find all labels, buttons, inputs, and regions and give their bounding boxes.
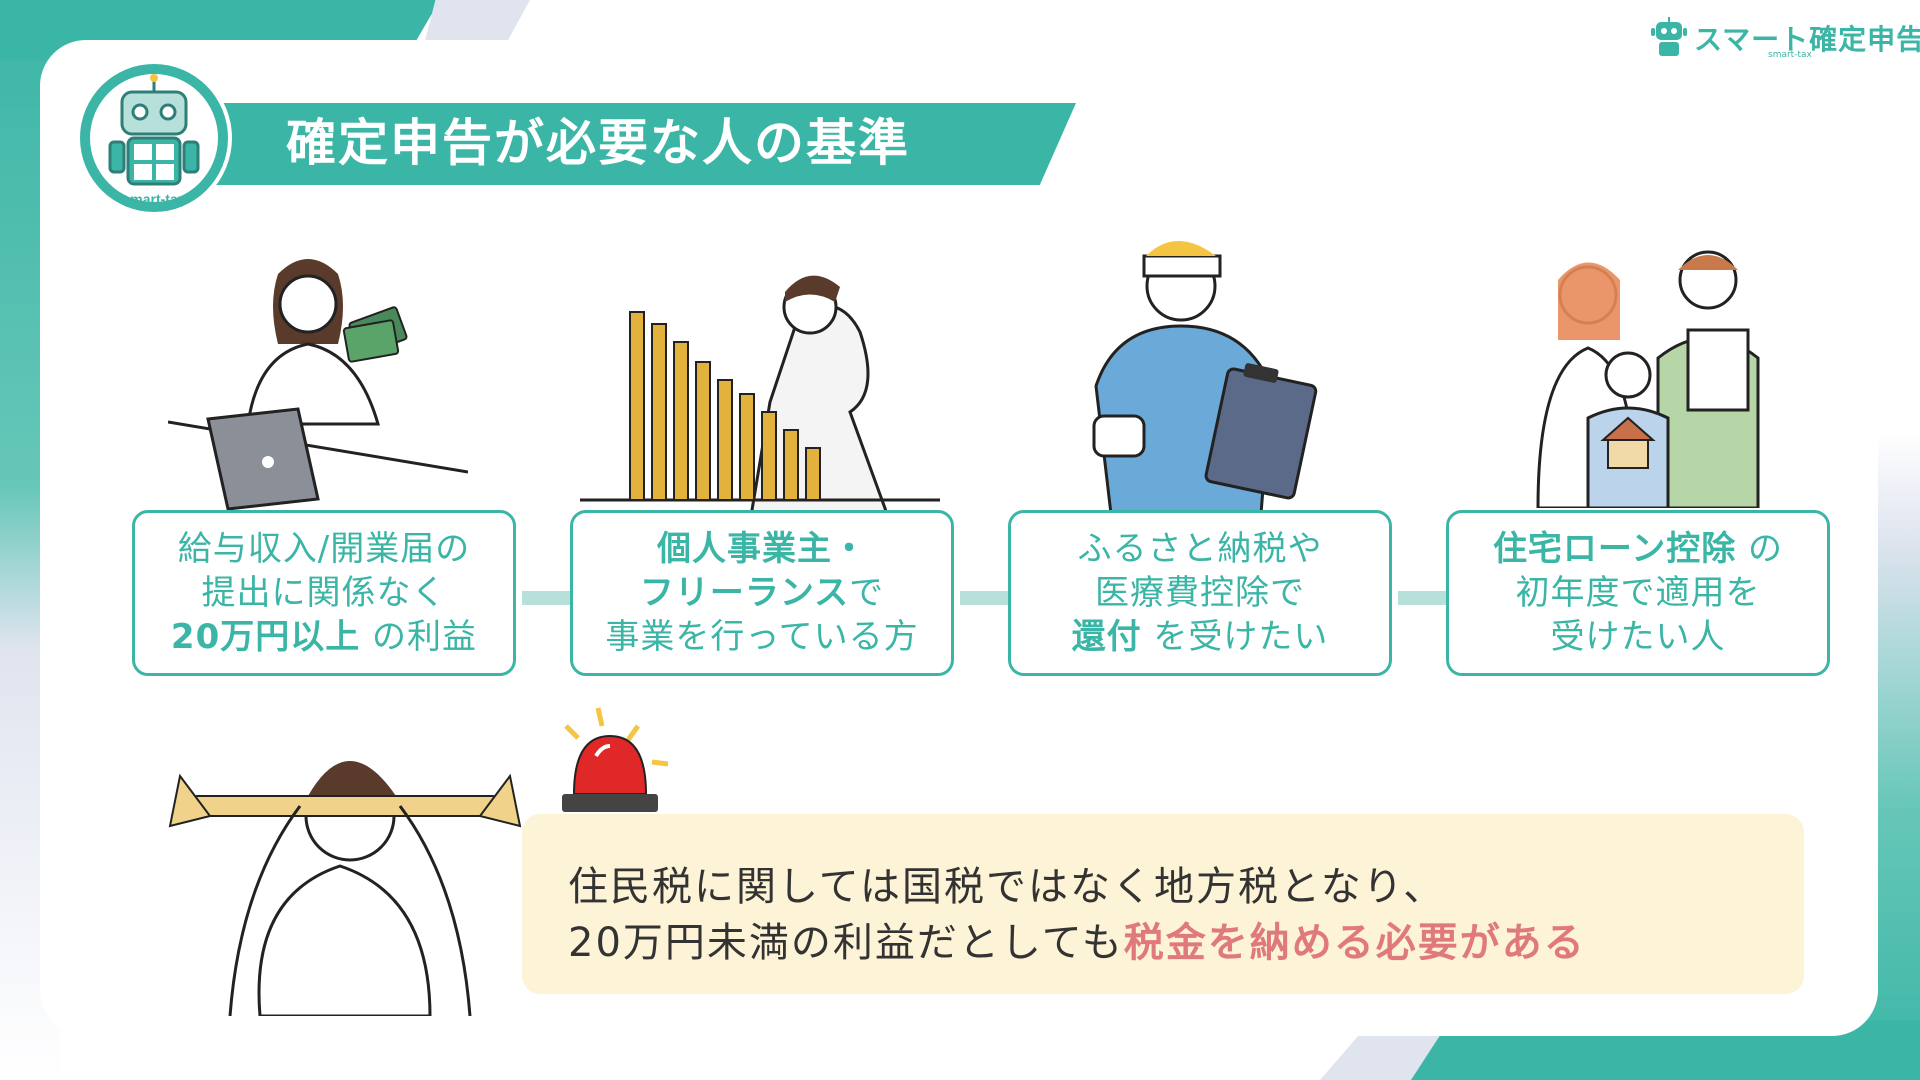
- note-line-2: 20万円未満の利益だとしても税金を納める必要がある: [568, 910, 1586, 968]
- criterion-line: 事業を行っている方: [605, 617, 919, 657]
- siren-icon: [562, 707, 669, 812]
- brand-name: スマート確定申告: [1694, 23, 1920, 56]
- criterion-line: 住宅ローン控除 の: [1493, 527, 1783, 571]
- criterion-box-income: 給与収入/開業届の 提出に関係なく 20万円以上 の利益: [132, 510, 516, 676]
- criterion-text: を受けたい: [1141, 617, 1329, 657]
- connector-3: [1398, 591, 1448, 605]
- family-house-illustration: [1536, 250, 1760, 508]
- note-plain: 20万円未満の利益だとしても: [568, 920, 1124, 966]
- connector-2: [960, 591, 1010, 605]
- criterion-box-freelance: 個人事業主・ フリーランスで 事業を行っている方: [570, 510, 954, 676]
- criterion-box-refund: ふるさと納税や 医療費控除で 還付 を受けたい: [1008, 510, 1392, 676]
- robot-icon: [1651, 17, 1687, 56]
- criterion-line: 個人事業主・: [657, 527, 867, 571]
- title-banner: [170, 103, 1076, 185]
- criterion-line: ふるさと納税や: [1077, 529, 1323, 569]
- criterion-line: 受けたい人: [1550, 617, 1726, 657]
- coin-stack-icon: [629, 311, 821, 501]
- criterion-bold: 還付: [1071, 617, 1142, 657]
- laptop-icon: [206, 407, 320, 510]
- brand-sub: smart-tax: [1768, 50, 1812, 60]
- criterion-line: 20万円以上 の利益: [171, 615, 477, 659]
- criterion-line: 還付 を受けたい: [1072, 615, 1329, 659]
- robot-badge-icon: smart-tax: [76, 60, 232, 216]
- criterion-text: の利益: [360, 617, 478, 657]
- criterion-line: 給与収入/開業届の: [177, 529, 471, 569]
- note-box: 住民税に関しては国税ではなく地方税となり、 20万円未満の利益だとしても税金を納…: [522, 814, 1804, 994]
- page-title: 確定申告が必要な人の基準: [286, 114, 910, 172]
- criterion-line: 初年度で適用を: [1515, 573, 1761, 613]
- worried-woman-illustration: [168, 761, 522, 1016]
- note-line-1: 住民税に関しては国税ではなく地方税となり、: [568, 864, 1446, 910]
- criterion-line: フリーランスで: [640, 571, 884, 615]
- man-coins-illustration: [580, 275, 940, 514]
- criterion-bold: 住宅ローン控除: [1492, 529, 1737, 569]
- connector-1: [522, 591, 572, 605]
- criterion-bold: フリーランス: [639, 573, 850, 613]
- woman-laptop-illustration: [168, 259, 468, 510]
- clipboard-icon: [1204, 363, 1318, 500]
- criterion-box-mortgage: 住宅ローン控除 の 初年度で適用を 受けたい人: [1446, 510, 1830, 676]
- criterion-bold: 20万円以上: [170, 617, 361, 657]
- cash-icon: [342, 306, 408, 363]
- criterion-text: で: [849, 573, 885, 613]
- injured-man-illustration: [1092, 241, 1318, 514]
- brand-logo: スマート確定申告 smart-tax: [1650, 14, 1920, 64]
- note-emphasis: 税金を納める必要がある: [1123, 920, 1586, 966]
- badge-text: smart-tax: [122, 191, 185, 207]
- criterion-line: 提出に関係なく: [201, 573, 447, 613]
- criterion-bold: 個人事業主・: [657, 529, 867, 569]
- house-icon: [1600, 416, 1656, 469]
- criterion-line: 医療費控除で: [1095, 573, 1305, 613]
- criterion-text: の: [1736, 529, 1784, 569]
